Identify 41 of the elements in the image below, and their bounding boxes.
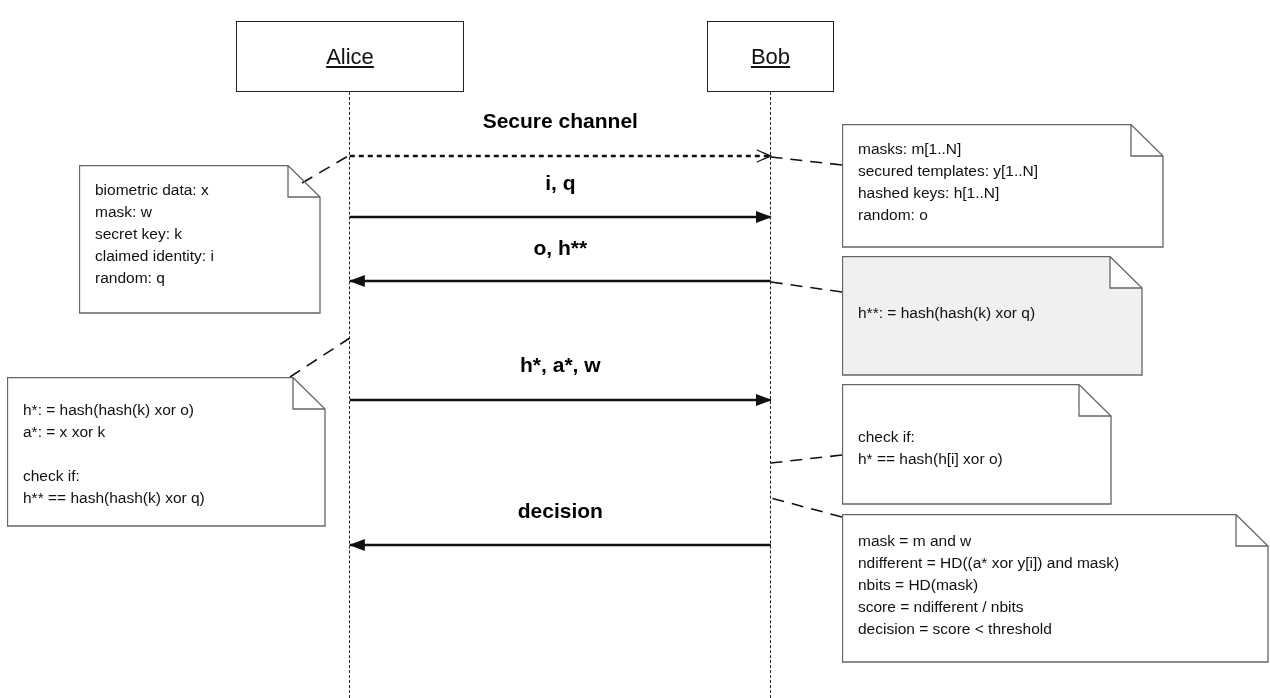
message-arrow xyxy=(349,394,772,406)
note-text: random: o xyxy=(858,205,929,225)
note-text: mask = m and w xyxy=(858,531,973,551)
message-arrow xyxy=(348,539,771,551)
note-text: h**: = hash(hash(k) xor q) xyxy=(858,303,1036,323)
note-box xyxy=(842,514,1269,663)
note-text: secret key: k xyxy=(95,224,183,244)
note-text: a*: = x xor k xyxy=(23,422,107,442)
note-box xyxy=(79,165,321,314)
note-box xyxy=(842,384,1112,505)
note-text: check if: xyxy=(858,427,916,447)
note-text: hashed keys: h[1..N] xyxy=(858,183,1001,203)
leader-line xyxy=(770,281,843,293)
lifeline xyxy=(770,92,772,698)
leader-line xyxy=(770,497,843,518)
note-text: ndifferent = HD((a* xor y[i]) and mask) xyxy=(858,553,1120,573)
message-arrow xyxy=(349,211,772,223)
note-text: random: q xyxy=(95,268,166,288)
note-text: h** == hash(hash(k) xor q) xyxy=(23,488,205,508)
note-text: masks: m[1..N] xyxy=(858,139,963,159)
message-arrow xyxy=(348,275,771,287)
leader-line xyxy=(289,337,351,378)
leader-line xyxy=(770,454,843,464)
note-box xyxy=(842,124,1164,248)
message-arrow xyxy=(349,149,772,163)
participant-box: Alice xyxy=(236,21,464,92)
note-text: score = ndifferent / nbits xyxy=(858,597,1025,617)
note-text: check if: xyxy=(23,466,81,486)
note-text: biometric data: x xyxy=(95,180,210,200)
note-box xyxy=(7,377,326,527)
note-text: h*: = hash(hash(k) xor o) xyxy=(23,400,195,420)
note-text: claimed identity: i xyxy=(95,246,214,266)
note-box xyxy=(842,256,1143,376)
leader-line xyxy=(770,156,843,166)
note-text: decision = score < threshold xyxy=(858,619,1053,639)
note-text: secured templates: y[1..N] xyxy=(858,161,1039,181)
note-text: nbits = HD(mask) xyxy=(858,575,980,595)
note-text: h* == hash(h[i] xor o) xyxy=(858,449,1003,469)
note-text: mask: w xyxy=(95,202,153,222)
participant-box: Bob xyxy=(707,21,834,92)
lifeline xyxy=(349,92,351,698)
